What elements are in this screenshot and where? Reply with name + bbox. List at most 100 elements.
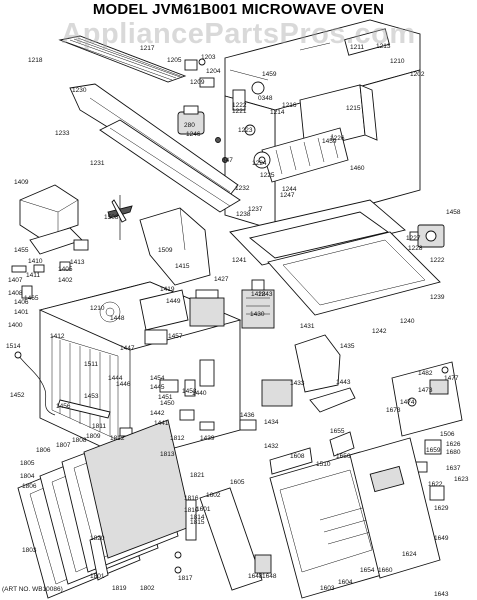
blower-duct-part (299, 84, 378, 151)
transformer-part (189, 289, 225, 327)
part-number-label: 1809 (86, 433, 101, 440)
part-number-label: 1214 (270, 109, 285, 116)
part-number-label: 1511 (84, 361, 98, 368)
part-number-label: 1473 (418, 387, 433, 394)
part-number-label: 1406 (14, 299, 29, 306)
part-number-label: 1444 (108, 375, 123, 382)
part-number-label: 1243 (258, 291, 273, 298)
hv-capacitor-part (261, 379, 293, 407)
part-number-label: 1648 (248, 573, 263, 580)
part-number-label: 1432 (264, 443, 279, 450)
part-number-label: 1673 (386, 407, 401, 414)
wire-connector-part (329, 431, 355, 457)
part-number-label: 280 (184, 122, 195, 129)
display-window-part (254, 554, 272, 574)
part-number-label: 1474 (400, 399, 415, 406)
part-number-label: 1223 (238, 127, 253, 134)
part-number-label: 1506 (440, 431, 455, 438)
part-number-label: 1601 (196, 506, 211, 513)
part-number-label: 1210 (390, 58, 405, 65)
part-number-label: 1232 (235, 185, 250, 192)
part-number-label: 1228 (408, 245, 423, 252)
part-number-label: 1412 (50, 333, 65, 340)
part-number-label: 1240 (400, 318, 415, 325)
waveguide-part (139, 207, 211, 286)
part-number-label: 1400 (8, 322, 23, 329)
art-number: (ART NO. WB10086) (2, 586, 63, 593)
part-number-label: 1460 (350, 165, 365, 172)
part-number-label: 1602 (206, 492, 221, 499)
part-number-label: 1430 (250, 311, 265, 318)
part-number-label: 1434 (264, 419, 279, 426)
control-panel-frame-part (199, 487, 263, 591)
part-number-label: 1629 (434, 505, 449, 512)
screw-clip-parts (184, 58, 215, 88)
part-number-label: 1401 (14, 309, 29, 316)
part-number-label: 1816 (184, 495, 199, 502)
part-number-label: 347 (222, 157, 233, 164)
part-number-label: 1623 (454, 476, 469, 483)
trim-strip-part (57, 399, 111, 419)
part-number-label: 1805 (20, 460, 35, 467)
part-number-label: 1643 (434, 591, 449, 598)
part-number-label: 1458 (446, 209, 461, 216)
part-number-label: 1808 (72, 437, 87, 444)
part-number-label: 1456 (56, 403, 71, 410)
duct-cover-part (294, 334, 341, 393)
part-number-label: 1411 (26, 272, 40, 279)
part-number-label: 1648 (262, 573, 277, 580)
part-number-label: 1810 (184, 507, 199, 514)
part-number-label: 1224 (252, 160, 267, 167)
part-number-label: 1801 (90, 573, 105, 580)
part-number-label: 1654 (360, 567, 375, 574)
part-number-label: 1624 (402, 551, 417, 558)
control-board-part (391, 361, 463, 437)
door-handle-part (89, 535, 109, 581)
part-number-label: 1210 (90, 305, 105, 312)
part-number-label: 1216 (282, 102, 297, 109)
part-number-label: 1226 (330, 135, 345, 142)
part-number-label: 1608 (290, 453, 305, 460)
part-number-label: 1817 (178, 575, 193, 582)
part-number-label: 1637 (446, 465, 461, 472)
part-number-label: 1419 (160, 286, 175, 293)
part-number-label: 1413 (70, 259, 85, 266)
part-number-label: 1233 (55, 130, 70, 137)
part-number-label: 1802 (140, 585, 155, 592)
relay-parts (414, 439, 445, 501)
part-number-label: 1442 (150, 410, 165, 417)
part-number-label: 1217 (140, 45, 155, 52)
part-number-label: 1428 (251, 291, 266, 298)
part-number-label: 1622 (428, 481, 443, 488)
part-number-label: 1407 (8, 277, 23, 284)
part-number-label: 1203 (201, 54, 216, 61)
vent-grille-part (58, 35, 187, 83)
part-number-label: 1205 (167, 57, 182, 64)
part-number-label: 1803 (22, 547, 37, 554)
part-number-label: 1238 (236, 211, 251, 218)
part-number-label: 1459 (262, 71, 277, 78)
part-number-label: 1813 (160, 451, 175, 458)
switch-parts (11, 239, 89, 299)
stirrer-fan-part (107, 195, 133, 240)
part-number-label: 1656 (336, 453, 351, 460)
part-number-label: 1452 (10, 392, 25, 399)
part-number-label: 1409 (14, 179, 29, 186)
part-number-label: 1806 (22, 483, 37, 490)
part-number-label: 1209 (190, 79, 205, 86)
part-number-label: 1820 (90, 535, 105, 542)
part-number-label: 1439 (200, 435, 215, 442)
part-number-label: 1427 (214, 276, 229, 283)
part-number-label: 1451 (158, 394, 173, 401)
part-number-label: 1246 (186, 131, 201, 138)
base-plate-part (309, 387, 356, 413)
part-number-label: 1202 (410, 71, 425, 78)
part-number-label: 1510 (316, 461, 331, 468)
part-number-label: 1814 (190, 514, 205, 521)
part-number-label: 1222 (430, 257, 445, 264)
magnetron-part (241, 279, 275, 329)
grease-filter-part (267, 231, 441, 316)
part-number-label: 1237 (248, 206, 263, 213)
